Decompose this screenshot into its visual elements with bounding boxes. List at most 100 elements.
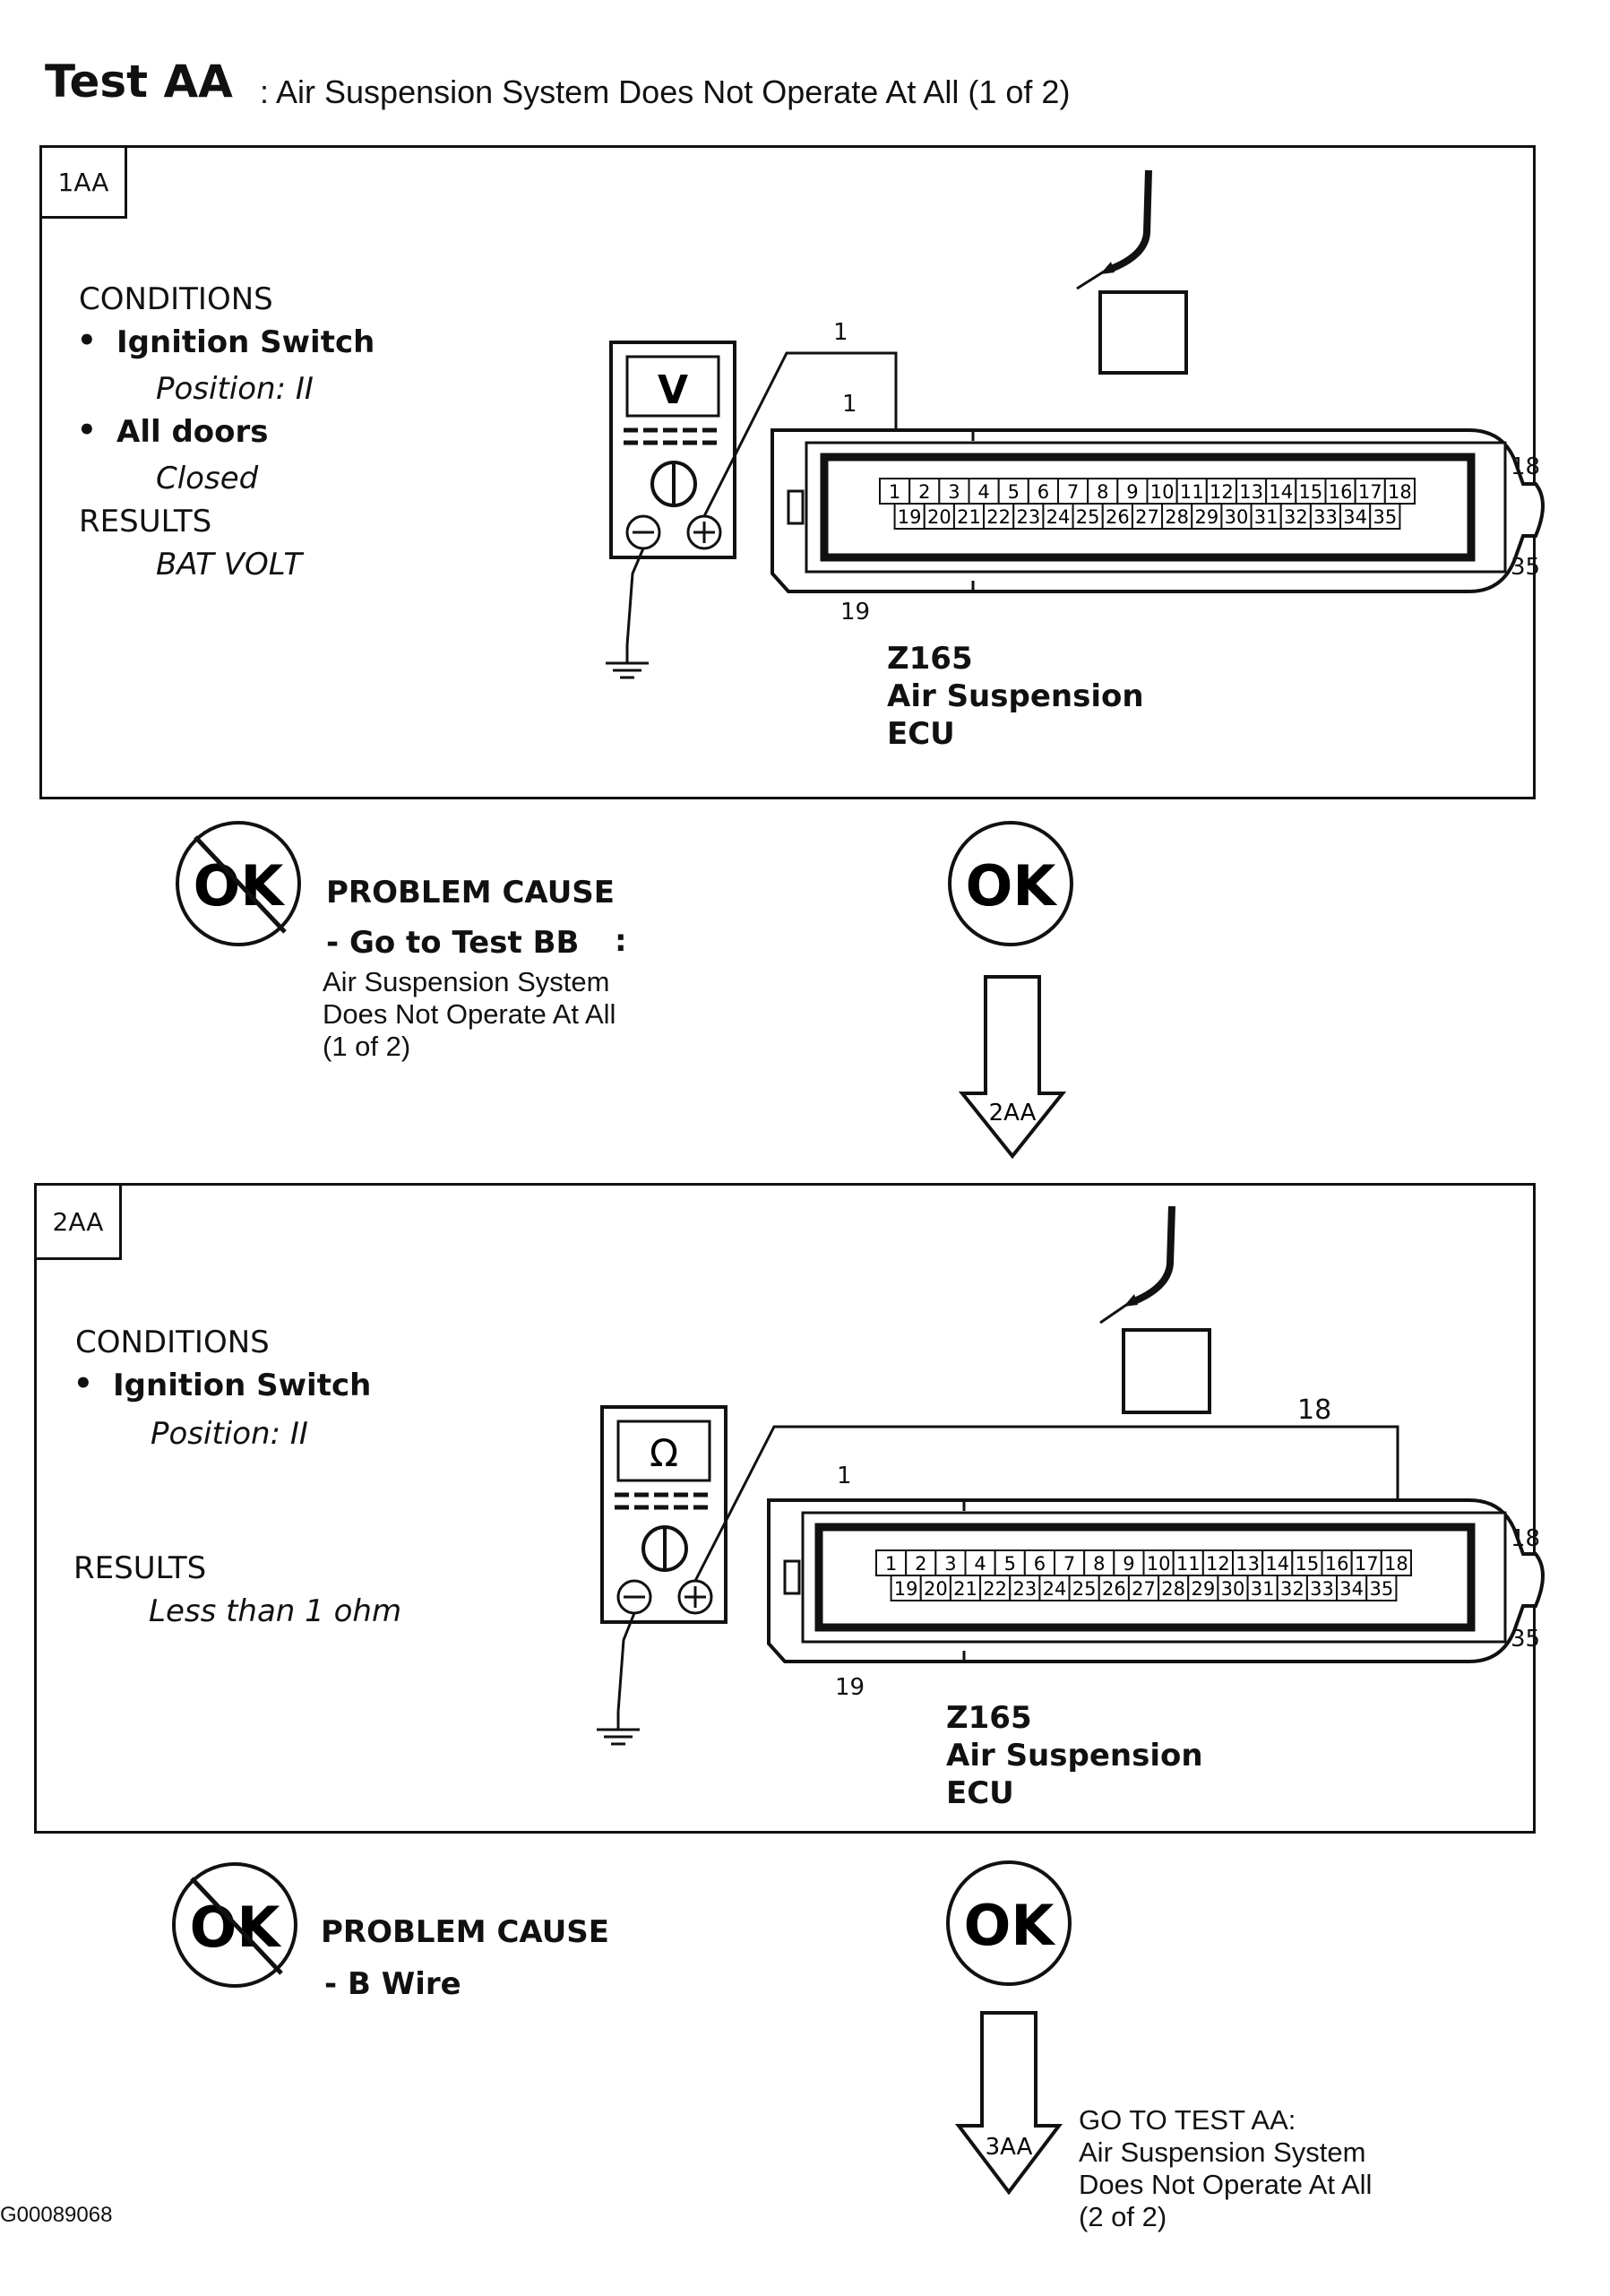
- connector-pin-cell: [1101, 503, 1133, 530]
- connector-pin-number: 1: [889, 481, 900, 503]
- condition-bullet-1aa-0: •: [77, 323, 97, 358]
- connector-pin-cell: [1309, 503, 1342, 530]
- connector-pin-number: 34: [1339, 1578, 1364, 1600]
- connector-pin-number: 30: [1225, 506, 1249, 528]
- connector-pin-number: 27: [1132, 1578, 1156, 1600]
- connector-pin-number: 23: [1016, 506, 1040, 528]
- ok-symbol-text-1aa: OK: [966, 853, 1058, 919]
- connector-pin-number: 31: [1254, 506, 1279, 528]
- connector-pin-number: 29: [1191, 1578, 1215, 1600]
- connector-pin-number: 7: [1063, 1553, 1075, 1575]
- condition-value-1aa-1: Closed: [156, 461, 259, 496]
- connector-pin-number: 2: [915, 1553, 926, 1575]
- next-step-arrow-1aa: [958, 975, 1067, 1160]
- connector-pin-label-bottom-left-1aa: 19: [840, 599, 871, 626]
- condition-value-1aa-0: Position: II: [156, 371, 314, 407]
- connector-pin-cell: [1261, 1549, 1294, 1576]
- connector-pin-cell: [1068, 1575, 1100, 1601]
- ground-lead-2aa: [616, 1612, 636, 1713]
- condition-label-1aa-0: Ignition Switch: [116, 324, 375, 360]
- connector-pin-cell: [1369, 503, 1401, 530]
- connector-pin-number: 34: [1343, 506, 1367, 528]
- connector-pin-number: 14: [1265, 1553, 1289, 1575]
- problem-cause-line-1aa-0: Air Suspension System: [323, 966, 610, 997]
- results-header-2aa: RESULTS: [73, 1550, 207, 1586]
- next-test-line-1: Air Suspension System: [1079, 2136, 1366, 2168]
- connector-pin-number: 29: [1194, 506, 1218, 528]
- connector-pin-number: 5: [1008, 481, 1020, 503]
- next-test-line-2: Does Not Operate At All: [1079, 2169, 1373, 2200]
- connector-pin-number: 32: [1280, 1578, 1304, 1600]
- problem-cause-colon-1aa: :: [615, 923, 627, 959]
- connector-pin-label-top-left-1aa: 1: [842, 391, 857, 418]
- next-step-arrow-2aa: [954, 2011, 1063, 2196]
- connector-pin-number: 22: [986, 506, 1011, 528]
- connector-pin-number: 4: [974, 1553, 986, 1575]
- connector-pin-label-bottom-left-2aa: 19: [835, 1674, 865, 1701]
- connector-pin-number: 18: [1384, 1553, 1408, 1575]
- connector-pin-cell: [1250, 503, 1282, 530]
- component-id-2aa: Z165: [946, 1700, 1032, 1736]
- connector-pin-number: 7: [1067, 481, 1079, 503]
- connector-pin-number: 25: [1072, 1578, 1097, 1600]
- connector-view-box-2aa: [1122, 1328, 1211, 1414]
- connector-pin-number: 35: [1373, 506, 1397, 528]
- connector-pin-cell: [1232, 1549, 1264, 1576]
- connector-pin-cell: [905, 1549, 937, 1576]
- connector-pin-number: 35: [1369, 1578, 1393, 1600]
- connector-pin-cell: [1365, 1575, 1398, 1601]
- connector-pin-number: 33: [1313, 506, 1338, 528]
- connector-pin-label-top-right-2aa: 18: [1511, 1525, 1541, 1552]
- wire-illustration-1aa: [1109, 169, 1152, 272]
- connector-pin-number: 20: [927, 506, 951, 528]
- connector-pin-number: 26: [1106, 506, 1130, 528]
- connector-pin-number: 3: [948, 481, 960, 503]
- connector-view-box-1aa: [1098, 290, 1188, 375]
- next-test-line-3: (2 of 2): [1079, 2201, 1167, 2232]
- connector-pin-number: 22: [983, 1578, 1007, 1600]
- connector-pin-cell: [952, 503, 986, 530]
- connector-pin-number: 1: [885, 1553, 897, 1575]
- condition-value-2aa-0: Position: II: [151, 1416, 308, 1452]
- probe-lead-2aa: [693, 1425, 1399, 1582]
- connector-pin-cell: [1380, 1549, 1413, 1576]
- connector-pin-number: 14: [1269, 481, 1293, 503]
- connector-pin-number: 4: [977, 481, 989, 503]
- connector-pin-cell: [1383, 478, 1416, 505]
- connector-pin-number: 16: [1329, 481, 1353, 503]
- connector-pin-number: 21: [953, 1578, 977, 1600]
- test-description: : Air Suspension System Does Not Operate…: [260, 73, 1071, 110]
- connector-pin-number: 12: [1206, 1553, 1230, 1575]
- step-panel-1aa: [39, 145, 1536, 799]
- connector-pin-cell: [1191, 503, 1223, 530]
- meter-symbol-2aa: Ω: [650, 1431, 678, 1475]
- next-step-label-1aa: 2AA: [989, 1100, 1037, 1126]
- connector-pin-label-bottom-right-2aa: 35: [1511, 1626, 1541, 1653]
- connector-pin-number: 18: [1388, 481, 1412, 503]
- connector-pin-number: 33: [1310, 1578, 1334, 1600]
- connector-pin-number: 11: [1176, 1553, 1201, 1575]
- connector-pin-number: 10: [1150, 481, 1175, 503]
- connector-pin-number: 8: [1097, 481, 1108, 503]
- meter-display-1aa: [625, 355, 720, 418]
- connector-pin-cell: [1187, 1575, 1219, 1601]
- connector-pin-number: 19: [898, 506, 922, 528]
- next-test-line-0: GO TO TEST AA:: [1079, 2104, 1296, 2136]
- connector-pin-label-top-right-1aa: 18: [1511, 453, 1541, 480]
- connector-pin-cell: [1012, 503, 1045, 530]
- connector-pin-cell: [1321, 1549, 1353, 1576]
- connector-pin-number: 5: [1004, 1553, 1016, 1575]
- connector-pin-number: 11: [1180, 481, 1204, 503]
- wire-illustration-2aa: [1132, 1205, 1175, 1305]
- step-panel-2aa: [34, 1183, 1536, 1834]
- connector-pin-number: 28: [1161, 1578, 1185, 1600]
- connector-pin-cell: [938, 478, 970, 505]
- ground-symbol-2aa: [597, 1712, 640, 1746]
- component-name-2-1aa: ECU: [887, 716, 955, 752]
- connector-pin-cell: [1220, 503, 1253, 530]
